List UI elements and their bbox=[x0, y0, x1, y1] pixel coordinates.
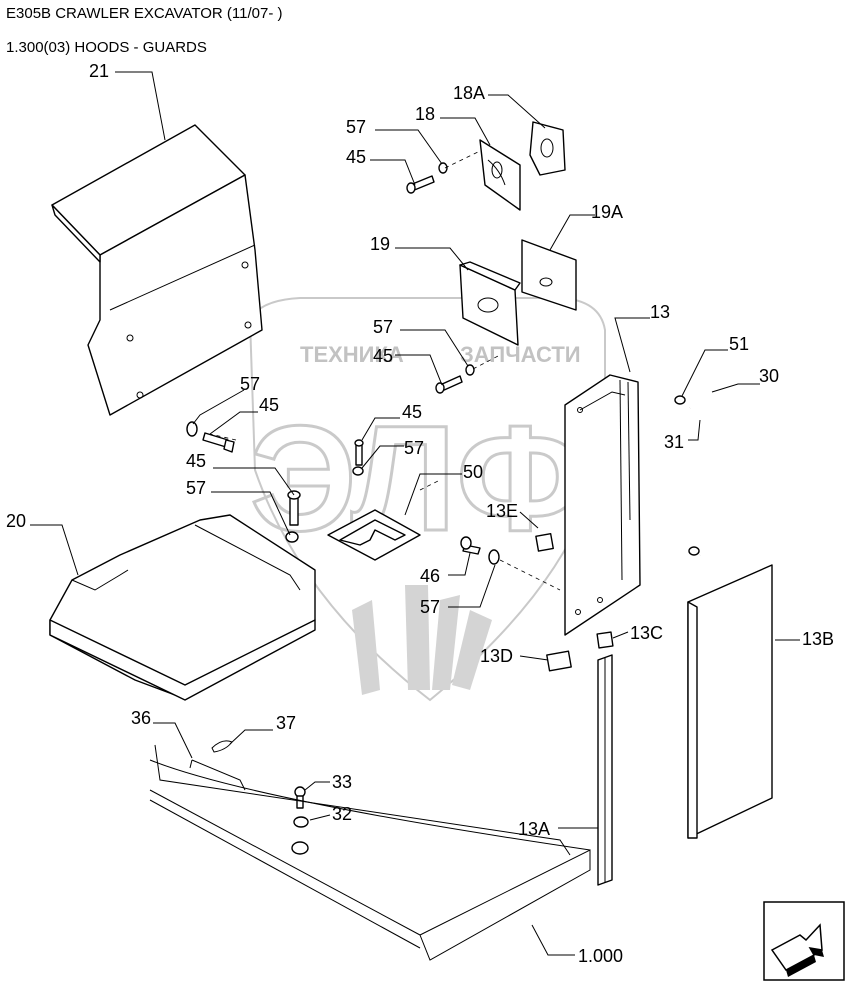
callout-20: 20 bbox=[6, 511, 26, 531]
callout-18: 18 bbox=[415, 104, 435, 124]
part-21-hood-panel bbox=[51, 124, 263, 416]
callout-57: 57 bbox=[373, 317, 393, 337]
part-37-clip bbox=[211, 740, 233, 753]
leader-lines bbox=[30, 71, 800, 956]
part-18-bracket bbox=[479, 139, 521, 211]
callout-45: 45 bbox=[346, 147, 366, 167]
callout-57: 57 bbox=[240, 374, 260, 394]
part-50-corner-block bbox=[327, 509, 421, 561]
next-page-arrow-icon[interactable] bbox=[763, 901, 845, 981]
callout-21: 21 bbox=[89, 61, 109, 81]
part-13C-block bbox=[596, 631, 614, 649]
callout-18A: 18A bbox=[453, 83, 485, 103]
part-19A-pad bbox=[521, 239, 577, 311]
page-title: E305B CRAWLER EXCAVATOR (11/07- ) bbox=[6, 5, 283, 22]
callout-57: 57 bbox=[346, 117, 366, 137]
callout-45: 45 bbox=[259, 395, 279, 415]
part-33-knob bbox=[294, 786, 306, 809]
callout-45: 45 bbox=[373, 346, 393, 366]
watermark: ТЕХНИКА ЗАПЧАСТИ ЭЛФ bbox=[249, 297, 606, 702]
section-subtitle: 1.300(03) HOODS - GUARDS bbox=[6, 39, 207, 56]
part-13D-block bbox=[546, 650, 572, 672]
callout-51: 51 bbox=[729, 334, 749, 354]
bolt-45-left bbox=[186, 421, 235, 453]
callout-13A: 13A bbox=[518, 819, 550, 839]
callout-19A: 19A bbox=[591, 202, 623, 222]
callout-labels: 21 18A 18 57 45 19A 19 57 45 13 51 30 31… bbox=[6, 61, 834, 966]
callout-45: 45 bbox=[186, 451, 206, 471]
assembly-line bbox=[472, 354, 501, 370]
bolt-45-upright bbox=[352, 439, 364, 476]
callout-13: 13 bbox=[650, 302, 670, 322]
callout-57: 57 bbox=[186, 478, 206, 498]
callout-19: 19 bbox=[370, 234, 390, 254]
bolt-45-mid bbox=[435, 364, 475, 394]
callout-45: 45 bbox=[402, 402, 422, 422]
callout-30: 30 bbox=[759, 366, 779, 386]
callout-46: 46 bbox=[420, 566, 440, 586]
watermark-left-word: ТЕХНИКА bbox=[300, 342, 404, 367]
part-30-rod bbox=[674, 390, 724, 557]
assembly-line bbox=[419, 479, 441, 491]
part-32-nut bbox=[293, 816, 309, 828]
callout-13E: 13E bbox=[486, 501, 518, 521]
callout-1000: 1.000 bbox=[578, 946, 623, 966]
part-13-side-guard bbox=[564, 374, 641, 636]
part-13A-strip bbox=[597, 654, 613, 886]
callout-37: 37 bbox=[276, 713, 296, 733]
callout-36: 36 bbox=[131, 708, 151, 728]
callout-50: 50 bbox=[463, 462, 483, 482]
callout-57: 57 bbox=[420, 597, 440, 617]
part-1000-base-frame bbox=[149, 744, 591, 961]
mount-hole bbox=[291, 841, 309, 855]
callout-13D: 13D bbox=[480, 646, 513, 666]
part-20-floor-plate bbox=[49, 514, 316, 701]
part-36-handle bbox=[189, 759, 246, 791]
assembly-line bbox=[444, 151, 479, 169]
part-13B-panel bbox=[687, 564, 773, 839]
bolt-45-top bbox=[406, 162, 448, 194]
assembly-line bbox=[499, 559, 561, 591]
part-19-bracket bbox=[459, 261, 521, 346]
callout-57: 57 bbox=[404, 438, 424, 458]
callout-13B: 13B bbox=[802, 629, 834, 649]
bolt-45-lower bbox=[285, 490, 301, 543]
callout-13C: 13C bbox=[630, 623, 663, 643]
callout-33: 33 bbox=[332, 772, 352, 792]
part-18A-pad bbox=[529, 121, 566, 176]
bolt-46 bbox=[460, 536, 500, 565]
part-13E-block bbox=[535, 533, 554, 552]
watermark-right-word: ЗАПЧАСТИ bbox=[460, 342, 581, 367]
callout-31: 31 bbox=[664, 432, 684, 452]
callout-32: 32 bbox=[332, 804, 352, 824]
